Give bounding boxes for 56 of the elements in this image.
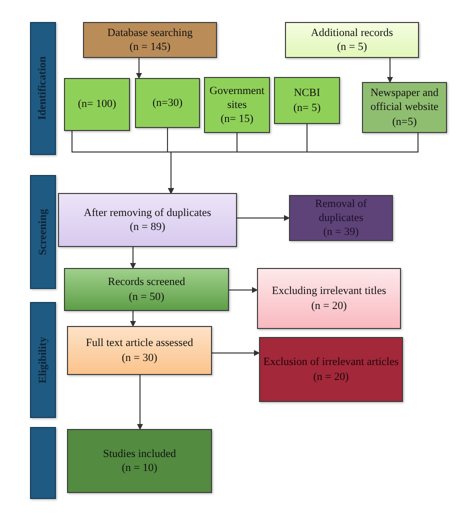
box-text: (n=30) bbox=[152, 96, 183, 110]
box-text: Newspaper and official website bbox=[369, 86, 440, 115]
box-text: Studies included bbox=[102, 446, 176, 461]
box-text: Government sites bbox=[208, 84, 266, 112]
arrow bbox=[387, 58, 393, 83]
process-box bbox=[135, 78, 200, 128]
box-text: Excluding irrelevant titles bbox=[272, 284, 386, 298]
box-text: NCBI bbox=[294, 86, 320, 100]
arrow bbox=[236, 215, 290, 221]
box-text: Database searching bbox=[107, 26, 193, 40]
arrow bbox=[228, 287, 258, 293]
process-box bbox=[274, 77, 340, 124]
box-text: Records screened bbox=[108, 275, 186, 290]
box-text: (n = 89) bbox=[130, 220, 166, 234]
process-box bbox=[64, 268, 229, 311]
box-text: Removal of duplicates bbox=[314, 196, 368, 226]
box-text: (n = 10) bbox=[122, 461, 158, 476]
stage-bar bbox=[30, 302, 56, 418]
process-box bbox=[289, 195, 393, 241]
arrow bbox=[136, 58, 142, 79]
box-text: (n = 20) bbox=[311, 298, 347, 313]
stage-label: Eligibility bbox=[36, 336, 50, 384]
box-text: (n = 39) bbox=[323, 225, 359, 240]
arrow bbox=[137, 374, 143, 430]
box-text: Additional records bbox=[310, 26, 394, 40]
process-box bbox=[259, 337, 403, 402]
box-text: (n= 15) bbox=[220, 112, 254, 126]
box-text: (n = 145) bbox=[129, 40, 171, 54]
process-box bbox=[58, 193, 237, 247]
process-box bbox=[204, 77, 270, 133]
arrow bbox=[168, 132, 418, 194]
box-text: (n = 20) bbox=[313, 370, 349, 384]
stage-bar bbox=[30, 22, 56, 155]
stage-bar bbox=[30, 175, 56, 289]
box-text: (n = 30) bbox=[122, 350, 158, 365]
process-box bbox=[362, 82, 447, 133]
stage-label: Identification bbox=[36, 56, 50, 120]
box-text: Full text article assessed bbox=[86, 336, 194, 350]
arrow bbox=[212, 350, 260, 356]
process-box bbox=[83, 22, 217, 58]
process-box bbox=[67, 326, 212, 375]
box-text: (n= 100) bbox=[78, 97, 116, 112]
box-text: (n = 50) bbox=[128, 290, 164, 304]
box-text: Exclusion of irrelevant articles bbox=[263, 355, 399, 370]
box-text: After removing of duplicates bbox=[84, 206, 212, 220]
stage-bar bbox=[30, 427, 56, 499]
stage-label: Screening bbox=[36, 208, 50, 256]
box-text: (n= 5) bbox=[293, 100, 321, 115]
process-box bbox=[285, 22, 419, 58]
arrow bbox=[130, 310, 136, 327]
process-box bbox=[64, 78, 130, 131]
arrow bbox=[130, 246, 136, 269]
box-text: (n = 5) bbox=[336, 40, 368, 54]
process-box bbox=[257, 268, 401, 329]
box-text: (n=5) bbox=[392, 114, 417, 129]
process-box bbox=[67, 429, 212, 493]
